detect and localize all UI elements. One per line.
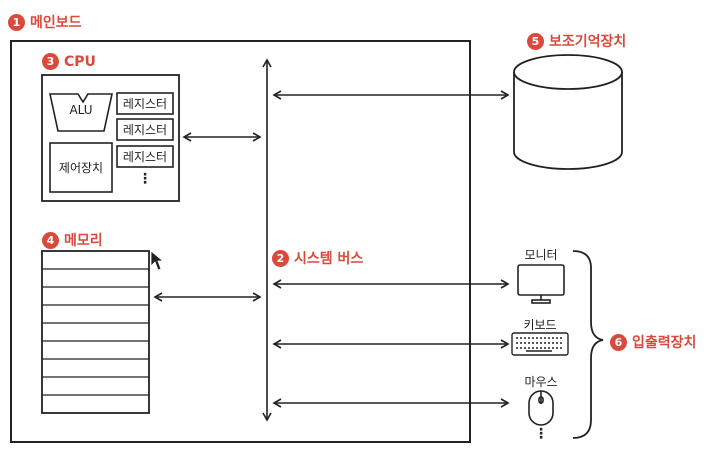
storage-label: 5 보조기억장치 [527,31,626,51]
monitor-icon [517,264,565,304]
system-bus-title: 시스템 버스 [294,251,364,267]
io-label: 6 입출력장치 [610,332,696,352]
io-more: ⋮ [534,426,548,442]
memory-label: 4 메모리 [42,230,103,250]
register-text-3: 레지스터 [122,150,168,164]
register-text-2: 레지스터 [122,123,168,137]
control-unit-box [49,142,113,193]
monitor-label: 모니터 [524,248,558,262]
badge-4: 4 [42,231,59,249]
alu-shape [49,93,113,132]
cpu-title: CPU [64,53,96,70]
keyboard-label: 키보드 [523,318,557,332]
mouse-icon [528,390,554,426]
io-title: 입출력장치 [632,335,697,351]
register-box [116,145,174,168]
storage-cylinder-icon [513,54,623,170]
storage-title: 보조기억장치 [549,34,627,50]
badge-3: 3 [42,53,59,70]
memory-block [41,250,150,414]
mainboard-label: 1 메인보드 [8,12,82,32]
badge-1: 1 [8,13,25,31]
mouse-label: 마우스 [524,375,558,389]
badge-5: 5 [527,32,544,50]
keyboard-icon [511,332,569,356]
mainboard-title: 메인보드 [30,15,82,31]
register-box [116,118,174,141]
cpu-label: 3 CPU [42,53,96,70]
memory-title: 메모리 [64,233,103,249]
badge-2: 2 [272,249,289,267]
control-unit-text: 제어장치 [58,161,104,175]
io-brace [572,250,604,439]
badge-6: 6 [610,333,627,351]
system-bus-label: 2 시스템 버스 [272,248,363,268]
register-box [116,92,174,115]
cpu-frame [41,74,180,202]
mainboard-frame [10,40,471,443]
cursor-icon [150,250,165,271]
alu-text: ALU [69,103,93,117]
register-text-1: 레지스터 [122,97,168,111]
register-more: ⋮ [138,171,152,187]
